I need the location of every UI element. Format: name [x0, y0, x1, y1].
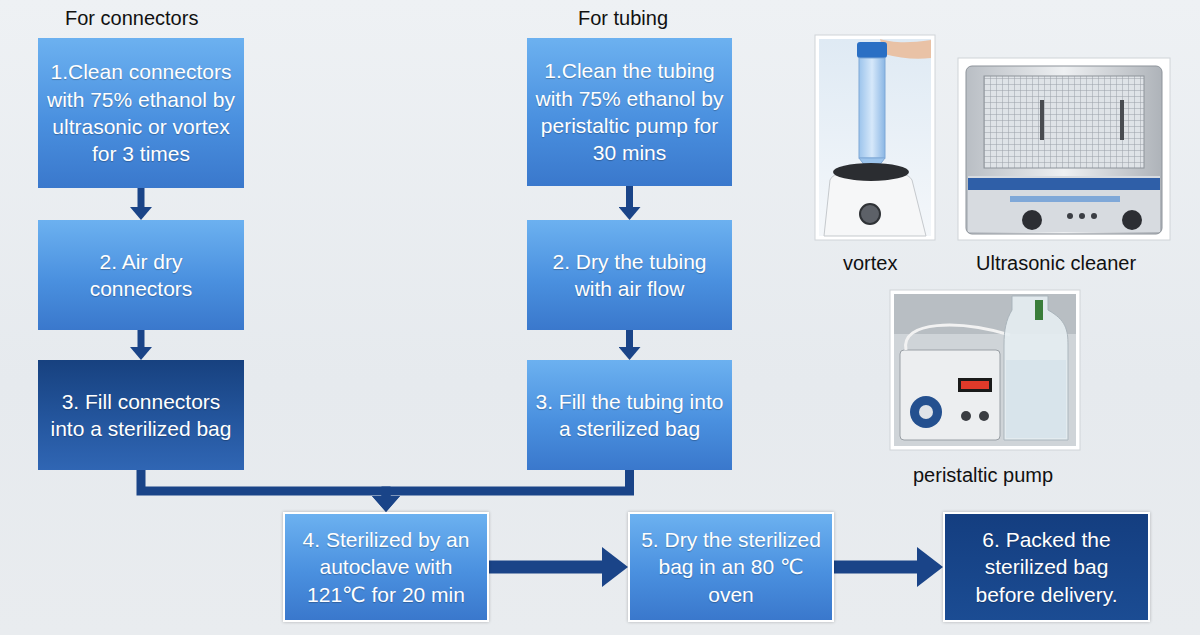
step-text: 3. Fill the tubing into a sterilized bag [535, 388, 724, 443]
step-text: 2. Air dry connectors [46, 248, 236, 303]
column-heading: For tubing [578, 6, 668, 30]
process-box: 1.Clean connectors with 75% ethanol by u… [38, 38, 244, 188]
process-box: 5. Dry the sterilized bag in an 80 ℃ ove… [628, 512, 834, 622]
photo-caption: Ultrasonic cleaner [976, 251, 1136, 275]
process-box: 2. Dry the tubing with air flow [527, 220, 732, 330]
photo-caption: peristaltic pump [913, 463, 1053, 487]
process-box: 2. Air dry connectors [38, 220, 244, 330]
ultrasonic-cleaner-photo [958, 58, 1170, 240]
step-text: 6. Packed the sterilized bag before deli… [953, 526, 1140, 608]
flow-arrow [834, 561, 917, 574]
flow-arrow [626, 186, 633, 207]
vortex-photo [815, 35, 935, 240]
flow-arrow [626, 330, 633, 347]
step-text: 1.Clean the tubing with 75% ethanol by p… [535, 57, 724, 166]
step-text: 5. Dry the sterilized bag in an 80 ℃ ove… [638, 526, 824, 608]
flow-arrow [489, 561, 602, 574]
step-text: 2. Dry the tubing with air flow [535, 248, 724, 303]
process-box: 3. Fill the tubing into a sterilized bag [527, 360, 732, 470]
flow-arrow [138, 330, 145, 347]
photo-caption: vortex [843, 251, 897, 275]
step-text: 1.Clean connectors with 75% ethanol by u… [46, 58, 236, 167]
process-box: 1.Clean the tubing with 75% ethanol by p… [527, 38, 732, 186]
peristaltic-pump-photo [890, 290, 1080, 450]
flow-arrow [386, 470, 630, 496]
process-box: 4. Sterilized by an autoclave with 121℃ … [283, 512, 489, 622]
step-text: 3. Fill connectors into a sterilized bag [46, 388, 236, 443]
step-text: 4. Sterilized by an autoclave with 121℃ … [293, 526, 479, 608]
column-heading: For connectors [65, 6, 198, 30]
flow-arrow [141, 470, 386, 496]
flow-arrow [138, 188, 145, 207]
process-box: 6. Packed the sterilized bag before deli… [943, 512, 1150, 622]
process-box: 3. Fill connectors into a sterilized bag [38, 360, 244, 470]
